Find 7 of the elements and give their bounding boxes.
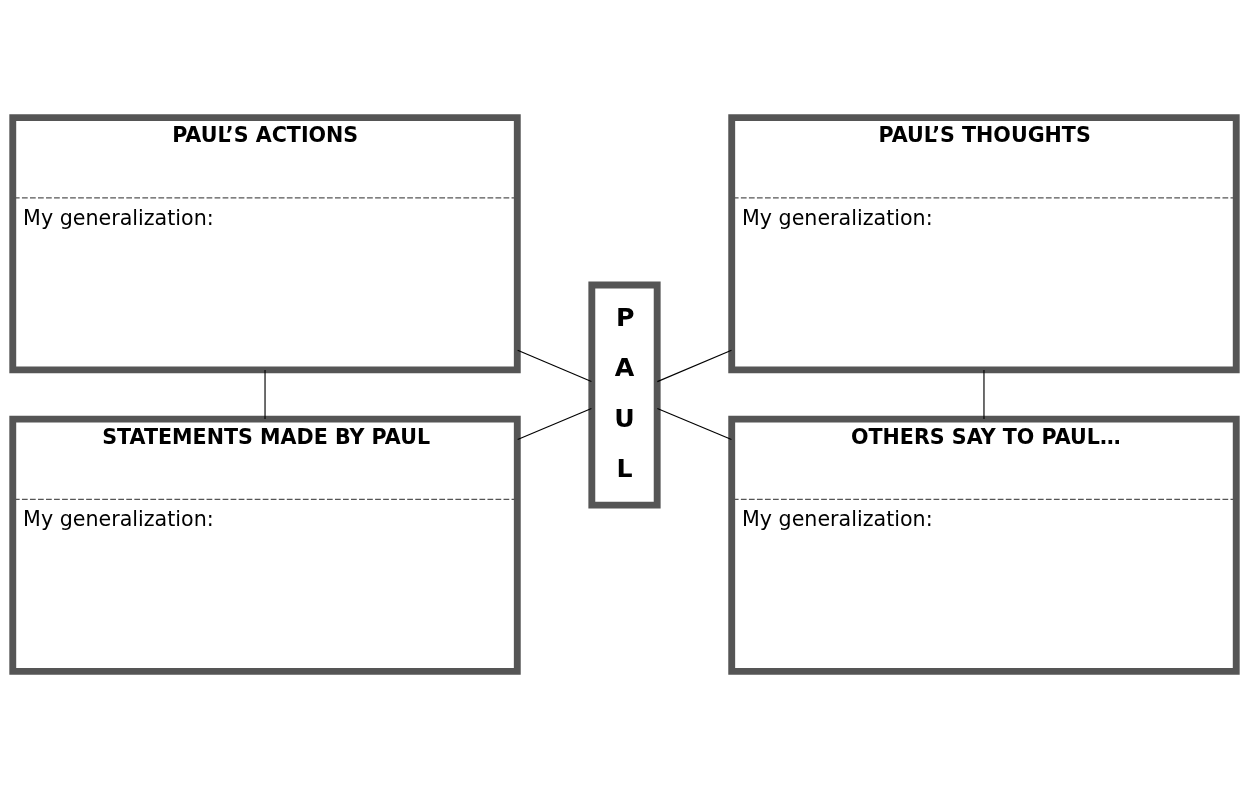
connector — [517, 407, 592, 441]
connector — [656, 407, 733, 441]
node-box: P A U L — [588, 281, 661, 509]
connector — [517, 349, 592, 383]
connector — [264, 369, 266, 420]
connector — [656, 349, 733, 383]
connector — [983, 369, 985, 420]
